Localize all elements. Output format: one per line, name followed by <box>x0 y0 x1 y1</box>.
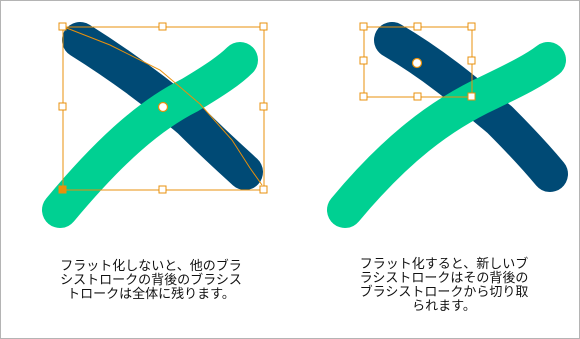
selection-handle[interactable] <box>359 56 368 65</box>
right-panel-artwork <box>327 22 568 228</box>
back-brush-stroke <box>374 22 568 192</box>
front-brush-stroke <box>42 42 258 228</box>
selection-handle[interactable] <box>467 22 476 31</box>
caption-flattened: フラット化すると、新しいブ ラシストロークはその背後の ブラシストロークから切り… <box>359 257 529 314</box>
selection-handle[interactable] <box>413 92 422 101</box>
selection-center-point[interactable] <box>411 57 423 69</box>
selection-handle[interactable] <box>58 185 67 194</box>
selection-handle[interactable] <box>467 92 476 101</box>
selection-handle[interactable] <box>58 22 67 31</box>
selection-handle[interactable] <box>158 185 167 194</box>
left-panel-artwork <box>42 22 268 228</box>
selection-handle[interactable] <box>359 22 368 31</box>
caption-not-flattened: フラット化しないと、他のブラ シストロークの背後のブラシス トロークは全体に残り… <box>60 259 242 302</box>
selection-handle[interactable] <box>259 185 268 194</box>
selection-handle[interactable] <box>259 102 268 111</box>
selection-handle[interactable] <box>259 22 268 31</box>
selection-handle[interactable] <box>467 56 476 65</box>
selection-handle[interactable] <box>413 22 422 31</box>
selection-handle[interactable] <box>359 92 368 101</box>
selection-handle[interactable] <box>158 22 167 31</box>
selection-handle[interactable] <box>58 102 67 111</box>
selection-center-point[interactable] <box>157 101 169 113</box>
